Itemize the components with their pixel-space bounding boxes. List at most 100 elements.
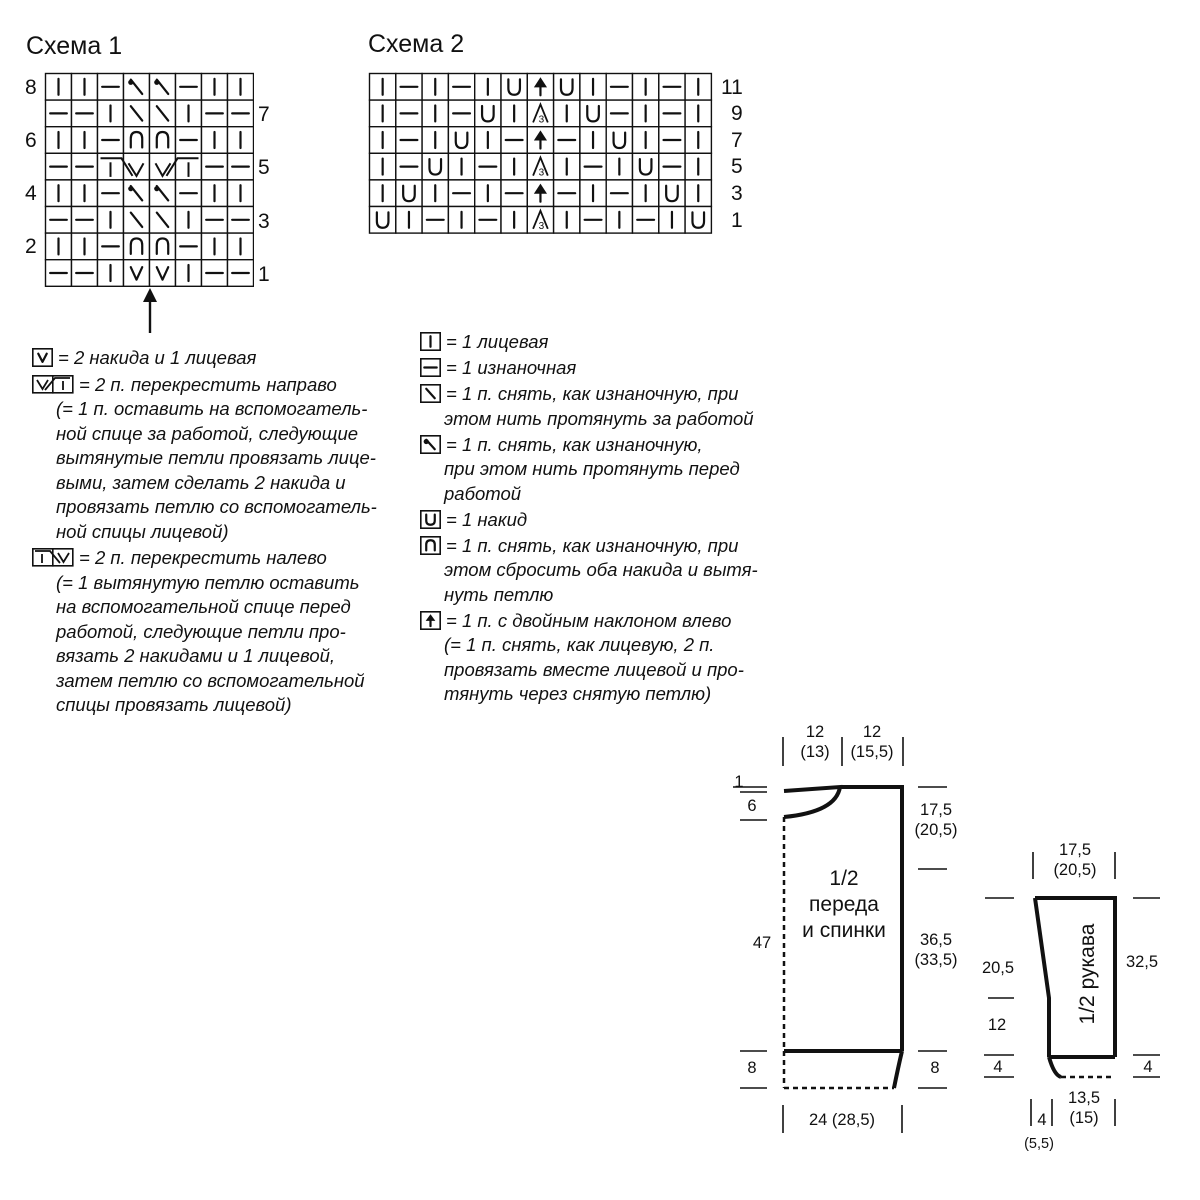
row-number: 11	[721, 75, 743, 99]
body-outline	[783, 784, 843, 819]
purl-symbol	[96, 232, 125, 261]
double-decrease-symbol	[526, 126, 555, 155]
double-yarnover-knit-symbol-icon	[32, 348, 53, 374]
sleeve-bottom-width: 13,5(15)	[1067, 1089, 1101, 1127]
legend-text: тянуть через снятую петлю)	[444, 683, 712, 704]
purl-symbol	[395, 152, 423, 181]
body-right-rib: 8	[930, 1059, 940, 1077]
legend-item-cross_right: = 2 п. перекрестить направо(= 1 п. остав…	[32, 373, 412, 545]
row-number: 4	[25, 181, 37, 205]
knit-symbol	[684, 99, 713, 128]
legend-text: (= 1 п. оставить на вспомогатель-	[56, 398, 368, 419]
slip-behind-symbol-icon	[420, 384, 441, 410]
double-decrease-symbol-icon	[420, 610, 441, 637]
sleeve-bottom-left-alt: (5,5)	[1024, 1136, 1054, 1152]
legend-item-p: = 1 изнаночная	[420, 356, 800, 381]
knit-symbol	[447, 152, 476, 181]
legend-text: нуть петлю	[444, 583, 554, 605]
legend-text: = 1 п. с двойным наклоном влево	[446, 609, 732, 631]
sleeve-outline	[1033, 897, 1051, 1057]
svg-text:3: 3	[539, 114, 545, 125]
yarnover-symbol	[684, 205, 713, 234]
legend-text: = 1 п. снять, как изнаночную,	[446, 433, 703, 455]
knit-symbol	[500, 205, 528, 234]
body-top-right-dim: 12(15,5)	[850, 723, 894, 761]
yarnover-symbol	[368, 205, 397, 234]
body-left-rib: 8	[747, 1059, 757, 1077]
slip-front-symbol-icon	[420, 434, 441, 461]
row-number: 5	[258, 156, 270, 180]
schema1-title: Схема 1	[26, 32, 123, 60]
row-number: 3	[731, 181, 743, 205]
purl-symbol	[174, 72, 203, 101]
legend-item-k: = 1 лицевая	[420, 330, 800, 355]
purl-symbol	[44, 205, 73, 234]
row-number: 9	[731, 102, 743, 126]
knit-symbol	[70, 72, 99, 101]
legend-text: = 1 п. снять, как изнаночную, при	[446, 383, 739, 404]
legend-item-yo: = 1 накид	[420, 508, 800, 533]
purl-symbol	[200, 205, 229, 234]
row-number: 6	[25, 128, 37, 152]
legend-text: этом нить протянуть за работой	[444, 407, 754, 429]
body-right-side: 36,5(33,5)	[914, 931, 958, 969]
legend-text: = 1 изнаночная	[446, 357, 577, 378]
double-decrease-symbol	[526, 72, 555, 101]
knit-symbol	[579, 179, 607, 208]
sleeve-left-lower: 12	[987, 1016, 1007, 1034]
purl-symbol	[395, 126, 423, 155]
legend-item-sb: = 1 п. снять, как изнаночную, при этом ни…	[420, 382, 800, 431]
knit-symbol	[500, 152, 528, 181]
svg-text:3: 3	[539, 168, 545, 179]
drop-yarnovers-symbol-icon	[420, 535, 441, 562]
body-right-armhole: 17,5(20,5)	[914, 801, 958, 839]
sleeve-piece-label: 1/2 рукава	[1076, 923, 1099, 1025]
double-yarnover-knit-symbol	[148, 258, 177, 287]
start-arrow-icon	[143, 288, 157, 333]
knit-symbol	[226, 126, 254, 155]
legend-text: = 2 накида и 1 лицевая	[58, 347, 257, 368]
body-piece-label: 1/2 переда и спинки	[802, 867, 886, 942]
purl-symbol	[658, 126, 686, 155]
knit-symbol-icon	[420, 332, 441, 358]
purl-symbol	[174, 126, 203, 155]
legend-text: провязать петлю со вспомогатель-	[56, 496, 377, 517]
legend-right: = 1 лицевая = 1 изнаночная = 1 п. снять, к…	[420, 330, 800, 708]
sleeve-outline	[1047, 1056, 1062, 1079]
body-outline	[892, 1050, 904, 1089]
body-left-total: 47	[752, 934, 772, 952]
legend-text: работой, следующие петли про-	[56, 620, 346, 642]
legend-text: (= 1 п. снять, как лицевую, 2 п.	[444, 634, 715, 655]
body-neck-depth: 6	[747, 797, 757, 815]
purl-symbol	[70, 205, 99, 234]
knit-symbol	[96, 205, 125, 234]
legend-text: = 1 лицевая	[446, 331, 549, 352]
purl-symbol	[658, 72, 686, 101]
legend-text: работой	[444, 482, 522, 504]
knit-symbol	[226, 72, 254, 101]
purl-symbol	[226, 205, 254, 234]
drop-yarnovers-symbol	[122, 126, 151, 155]
purl-symbol	[174, 179, 203, 208]
knit-symbol	[395, 205, 423, 234]
legend-left: = 2 накида и 1 лицевая = 2 п. перекрестит…	[32, 346, 412, 720]
knit-symbol	[200, 126, 229, 155]
drop-yarnovers-symbol	[148, 232, 177, 261]
purl-symbol	[473, 152, 502, 181]
row-number: 7	[731, 128, 743, 152]
sleeve-left-upper: 20,5	[981, 959, 1015, 977]
knit-symbol	[684, 72, 713, 101]
legend-item-sd: = 1 п. снять, как изнаночную, при этом ни…	[420, 433, 800, 507]
yarnover-symbol-icon	[420, 509, 441, 536]
knit-symbol	[684, 152, 713, 181]
legend-text: при этом нить протянуть перед	[444, 458, 740, 479]
knit-symbol	[96, 258, 125, 287]
body-top-left-dim: 12(13)	[800, 723, 830, 761]
legend-item-dbl: = 1 п. с двойным наклоном влево (= 1 п. с…	[420, 609, 800, 707]
sleeve-outline	[1035, 896, 1117, 1057]
knit-symbol	[44, 232, 73, 261]
purl-symbol	[226, 152, 254, 181]
svg-text:3: 3	[539, 221, 545, 232]
yarnover-symbol	[631, 152, 660, 181]
